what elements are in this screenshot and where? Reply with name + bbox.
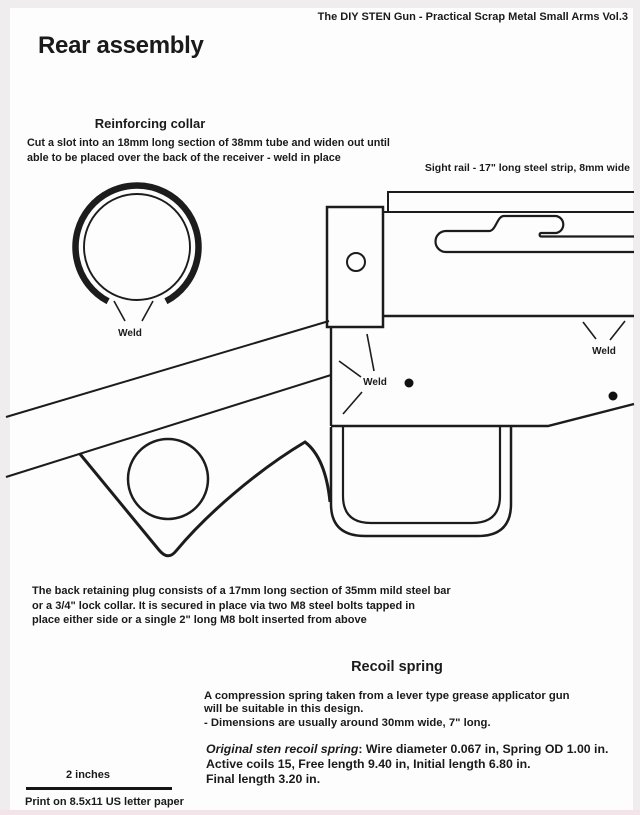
- lower-receiver-bottom-edge: [331, 402, 635, 428]
- center-weld-leader-down: [342, 391, 363, 415]
- original-spring-line2: Active coils 15, Free length 9.40 in, In…: [206, 757, 531, 772]
- retaining-plug-note: The back retaining plug consists of a 17…: [32, 585, 451, 627]
- original-spring-line3: Final length 3.20 in.: [206, 772, 321, 787]
- center-weld-leader-left: [338, 360, 362, 378]
- stock-plate-hole: [126, 437, 210, 521]
- paper-page: [10, 8, 633, 810]
- sight-rail-strip: [387, 191, 634, 212]
- center-weld-leader-up: [366, 333, 375, 372]
- collar-inner-tube-circle: [83, 193, 191, 301]
- recoil-spring-body: A compression spring taken from a lever …: [204, 690, 570, 729]
- right-weld-leader-left: [582, 321, 597, 340]
- rear-cap-block: [325, 205, 385, 329]
- print-note: Print on 8.5x11 US letter paper: [25, 796, 184, 808]
- original-spring-rest: : Wire diameter 0.067 in, Spring OD 1.00…: [358, 742, 609, 756]
- original-spring-spec: Original sten recoil spring: Wire diamet…: [206, 742, 608, 788]
- original-spring-label: Original sten recoil spring: [206, 742, 359, 756]
- stock-v-plate: [78, 440, 332, 558]
- recoil-spring-heading: Recoil spring: [351, 659, 443, 675]
- sight-rail-note: Sight rail - 17" long steel strip, 8mm w…: [424, 162, 630, 174]
- collar-weld-leader-right: [141, 300, 154, 322]
- collar-weld-leader-left: [113, 300, 126, 322]
- weld-label-collar: Weld: [118, 328, 142, 339]
- page-bottom-edge: [0, 810, 640, 815]
- scale-bar: [26, 787, 172, 790]
- m8-bolt-dot-right: [608, 391, 618, 401]
- butt-loop-inner: [341, 427, 502, 525]
- collar-outer-slotted-ring: [72, 182, 202, 305]
- m8-bolt-dot-left: [404, 378, 414, 388]
- weld-label-center: Weld: [363, 377, 387, 388]
- stock-strut-top-edge: [5, 320, 330, 418]
- retaining-bolt-hole: [346, 252, 366, 272]
- weld-label-right: Weld: [592, 346, 616, 357]
- butt-loop-outer: [329, 427, 513, 538]
- reinforcing-collar-note: Cut a slot into an 18mm long section of …: [27, 137, 390, 164]
- reinforcing-collar-heading: Reinforcing collar: [94, 116, 206, 131]
- cocking-handle-slot: [434, 214, 634, 254]
- original-spring-line1: Original sten recoil spring: Wire diamet…: [206, 742, 608, 757]
- scale-label: 2 inches: [65, 769, 111, 781]
- stock-strut-bottom-edge: [5, 374, 332, 478]
- right-weld-leader-right: [609, 320, 626, 341]
- book-header: The DIY STEN Gun - Practical Scrap Metal…: [317, 11, 628, 23]
- page-title: Rear assembly: [38, 32, 204, 59]
